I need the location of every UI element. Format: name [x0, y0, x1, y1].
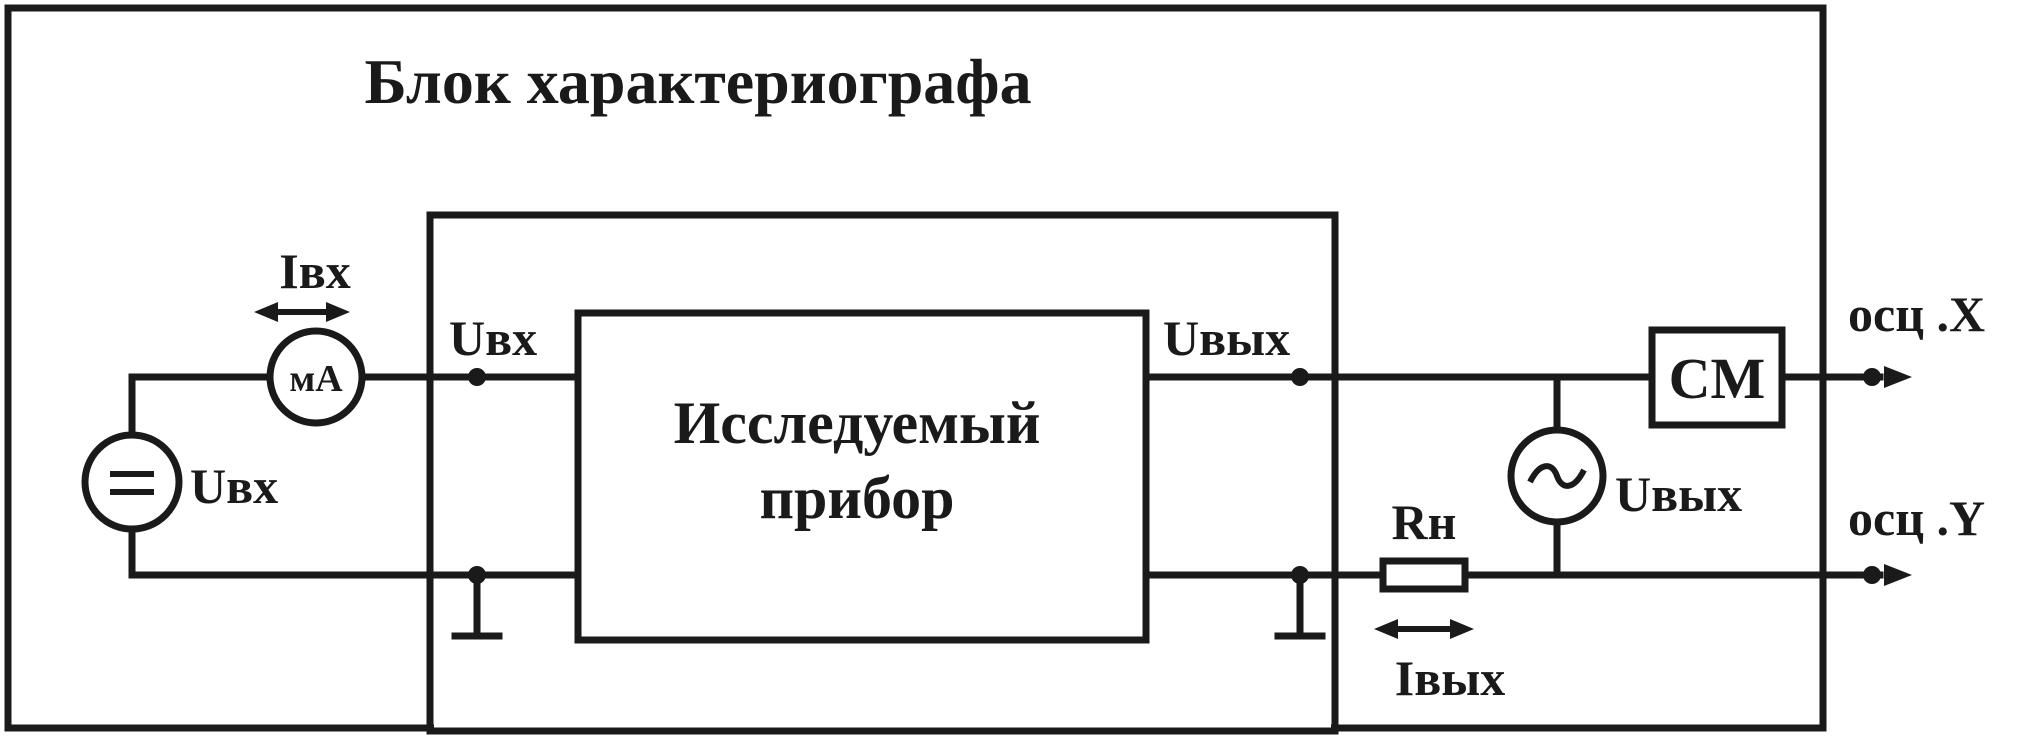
osc-y-label: осц .Y — [1848, 490, 1985, 546]
load-resistor-label: Rн — [1392, 494, 1457, 550]
device-under-test-box — [574, 309, 1150, 644]
block-title: Блок характериографа — [364, 46, 1031, 117]
output-voltage-label-top: Uвых — [1163, 310, 1290, 366]
cm-label: СМ — [1669, 346, 1766, 411]
output-current-label: Iвых — [1395, 650, 1506, 706]
input-terminal-top-dot — [468, 368, 486, 386]
input-current-label: Iвх — [279, 243, 350, 299]
input-wire-top — [128, 373, 274, 439]
device-label-line1: Исследуемый — [674, 390, 1041, 456]
osc-x-terminal-dot — [1863, 368, 1881, 386]
cm-box — [1648, 326, 1786, 429]
input-current-arrow — [254, 302, 350, 322]
dc-source-circle — [81, 431, 183, 533]
osc-x-arrow — [1884, 366, 1912, 388]
load-resistor — [1379, 557, 1469, 593]
output-terminal-top-dot — [1291, 368, 1309, 386]
osc-x-label: осц .X — [1848, 286, 1985, 342]
input-wire-bottom — [128, 523, 582, 579]
ground-icon — [451, 571, 503, 640]
output-current-arrow — [1374, 619, 1474, 639]
input-voltage-label-top: Uвх — [449, 310, 537, 366]
equals-sign-icon — [110, 471, 154, 495]
input-source-voltage-label: Uвх — [190, 458, 278, 514]
osc-y-arrow — [1884, 564, 1912, 586]
milliammeter-label: мА — [289, 358, 343, 400]
milliammeter-circle — [266, 327, 366, 427]
output-source-voltage-label: Uвых — [1615, 466, 1742, 522]
device-label-line2: прибор — [759, 465, 954, 531]
osc-y-terminal-dot — [1863, 566, 1881, 584]
tilde-icon — [1527, 463, 1587, 489]
ground-icon — [1274, 571, 1326, 640]
